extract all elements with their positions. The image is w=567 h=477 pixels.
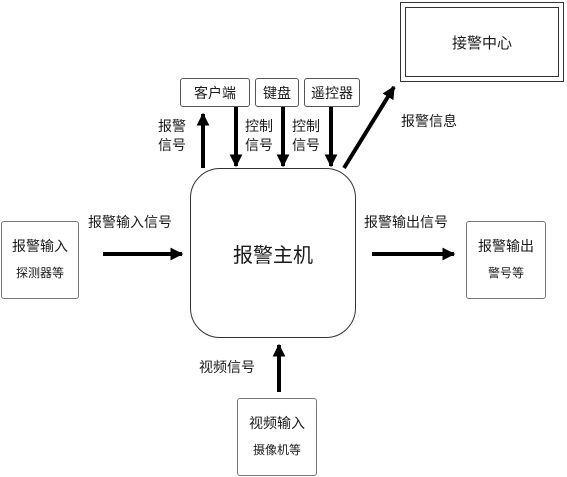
alarm-host-box: 报警主机 bbox=[190, 168, 356, 338]
arrow-host-to-alarm-center bbox=[342, 85, 396, 170]
alarm-center-inner: 接警中心 bbox=[405, 7, 559, 77]
alarm-center-label: 接警中心 bbox=[451, 33, 512, 52]
output-device-box: 报警输出 警号等 bbox=[466, 221, 546, 299]
video-device-box: 视频输入 摄像机等 bbox=[237, 398, 317, 476]
control-signal-remote-line2: 信号 bbox=[292, 138, 320, 154]
control-signal-keyboard-line2: 信号 bbox=[245, 138, 273, 154]
input-device-line1: 报警输入 bbox=[12, 239, 68, 255]
alarm-output-signal-label: 报警输出信号 bbox=[364, 215, 448, 231]
alarm-signal-line1: 报警 bbox=[158, 119, 186, 135]
control-signal-keyboard-label: 控制 信号 bbox=[245, 118, 273, 156]
alarm-signal-label: 报警 信号 bbox=[158, 118, 186, 156]
client-box: 客户端 bbox=[180, 78, 250, 107]
client-label: 客户端 bbox=[194, 85, 236, 102]
input-device-line2: 探测器等 bbox=[15, 266, 64, 280]
keyboard-label: 键盘 bbox=[263, 85, 291, 102]
control-signal-keyboard-line1: 控制 bbox=[245, 119, 273, 135]
input-device-box: 报警输入 探测器等 bbox=[1, 221, 79, 299]
alarm-host-label: 报警主机 bbox=[233, 242, 313, 267]
video-signal-label: 视频信号 bbox=[199, 360, 255, 376]
output-device-line1: 报警输出 bbox=[478, 239, 534, 255]
keyboard-box: 键盘 bbox=[255, 78, 299, 107]
alarm-input-signal-label: 报警输入信号 bbox=[88, 215, 172, 231]
remote-box: 遥控器 bbox=[304, 78, 360, 107]
video-device-line1: 视频输入 bbox=[249, 416, 305, 432]
output-device-line2: 警号等 bbox=[487, 266, 524, 280]
control-signal-remote-label: 控制 信号 bbox=[292, 118, 320, 156]
video-device-line2: 摄像机等 bbox=[252, 443, 301, 457]
alarm-center-box: 接警中心 bbox=[400, 2, 564, 82]
remote-label: 遥控器 bbox=[311, 85, 353, 102]
alarm-signal-line2: 信号 bbox=[158, 138, 186, 154]
control-signal-remote-line1: 控制 bbox=[292, 119, 320, 135]
alarm-info-label: 报警信息 bbox=[401, 114, 457, 130]
